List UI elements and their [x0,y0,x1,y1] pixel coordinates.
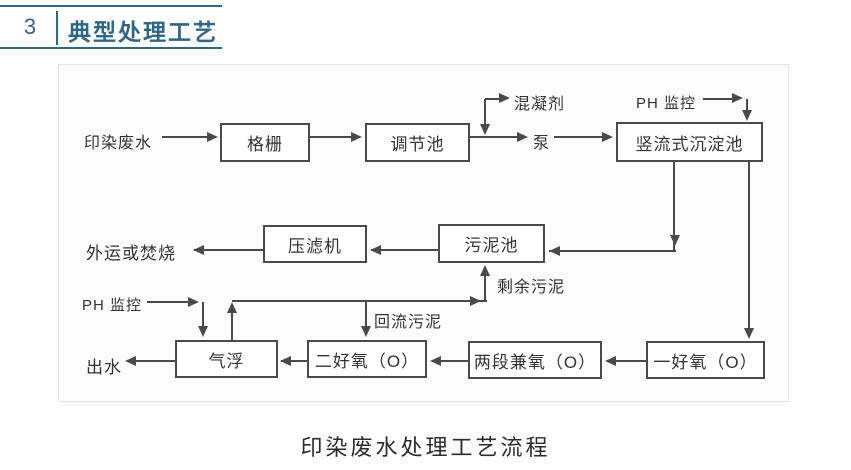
flow-line-sedimentation-to-aerobic1 [748,162,750,330]
label-ph-monitor-top: PH 监控 [636,95,697,112]
process-box-grid: 格栅 [220,123,310,162]
label-ph-monitor-left: PH 监控 [82,297,143,314]
process-box-filter-press: 压滤机 [263,225,367,263]
flow-line-coagulant-vertical [484,99,486,125]
header-top-rule [0,5,222,7]
process-box-two-stage-facultative: 两段兼氧（O） [468,341,602,379]
arrowhead-into-regulating [351,132,362,142]
flow-line-aerobic1-to-facultative [608,360,646,362]
arrowhead-sedimentation-down [670,235,680,246]
arrowhead-into-flotation [280,356,291,366]
arrowhead-flotation-up [227,302,237,313]
flow-line-sedimentation-to-sludge-horizontal [549,250,676,252]
process-box-aerobic-2: 二好氧（O） [307,340,427,378]
arrowhead-into-sedimentation [602,132,613,142]
header-divider [56,11,58,45]
arrowhead-ph-left-right [188,297,199,307]
flow-line-pump-to-sedimentation [554,136,603,138]
label-pump: 泵 [533,135,551,152]
arrowhead-into-aerobic1 [744,328,754,339]
flow-line-grid-to-regulating [310,136,352,138]
label-excess-sludge: 剩余污泥 [497,279,566,296]
flow-line-facultative-to-aerobic2 [432,360,468,362]
flow-line-flotation-to-effluent [128,360,175,362]
figure-caption: 印染废水处理工艺流程 [300,435,551,460]
arrowhead-coagulant-junction [480,124,490,135]
arrowhead-excess-into-sludge-tank [480,265,490,276]
arrowhead-ph-left-down [198,326,208,337]
arrowhead-return-into-aerobic2 [361,326,371,337]
label-influent: 印染废水 [84,135,153,152]
flow-line-ph-top-horizontal [703,98,733,100]
arrowhead-into-effluent [125,356,136,366]
process-box-regulating-tank: 调节池 [365,123,470,162]
arrowhead-into-disposal [193,245,204,255]
section-title: 典型处理工艺 [68,19,218,45]
arrowhead-ph-top-down [742,110,752,121]
flow-line-filterpress-to-disposal [194,249,263,251]
flow-line-return-to-aerobic2 [365,301,367,328]
label-disposal: 外运或焚烧 [86,244,176,263]
header-bottom-rule [0,47,222,49]
flow-line-ph-left-horizontal [147,301,189,303]
flow-line-coagulant-horizontal [485,98,500,100]
flow-line-aerobic2-to-flotation [281,360,307,362]
process-box-aerobic-1: 一好氧（O） [646,341,765,379]
arrowhead-into-coagulant [499,93,510,103]
arrowhead-into-filter-press [370,245,381,255]
flow-line-excess-sludge-up [484,275,486,302]
arrowhead-ph-top-right [732,93,743,103]
arrowhead-into-facultative [605,356,616,366]
flow-line-sludge-to-filterpress [371,249,438,251]
arrowhead-into-aerobic2 [430,356,441,366]
flow-line-influent-to-grid [162,136,208,138]
process-box-air-flotation: 气浮 [175,340,278,378]
process-box-sludge-tank: 污泥池 [438,224,545,263]
label-effluent: 出水 [86,358,122,377]
flow-line-flotation-up [231,311,233,340]
section-number: 3 [23,14,37,39]
flow-line-ph-top-vertical [746,99,748,111]
arrowhead-return-line-right [470,296,481,306]
flow-line-ph-left-vertical [202,302,204,328]
arrowhead-into-grid [207,132,218,142]
flow-line-return-sludge-horizontal [232,300,487,302]
process-box-vertical-sedimentation-tank: 竖流式沉淀池 [616,122,763,162]
label-return-sludge: 回流污泥 [374,314,443,331]
flow-line-sedimentation-to-sludge-vertical [673,162,675,252]
arrowhead-into-pump [517,132,528,142]
arrowhead-into-sludge-tank [549,246,560,256]
label-coagulant: 混凝剂 [514,96,566,113]
flow-line-regulating-to-pump [470,136,518,138]
